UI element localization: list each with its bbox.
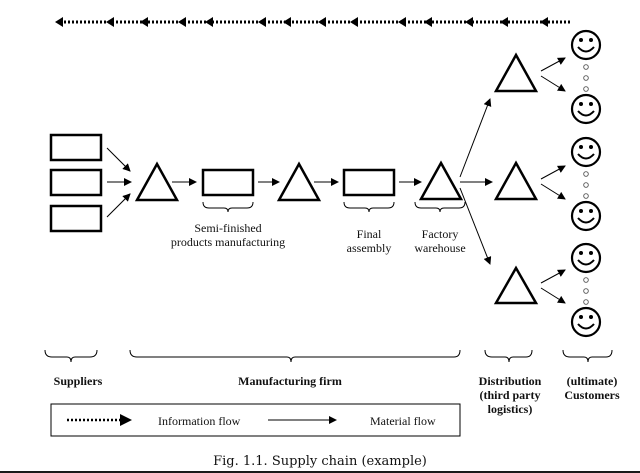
label-line: Distribution [478, 374, 542, 388]
ellipsis-dot [583, 75, 589, 81]
information-flow-arrowhead [178, 17, 186, 27]
label-line: products manufacturing [170, 235, 286, 249]
information-flow-arrowhead [350, 17, 358, 27]
material-flow-arrow [106, 193, 131, 218]
information-flow-arrowhead [205, 17, 213, 27]
legend-box [50, 403, 461, 437]
ellipsis-dot [583, 277, 589, 283]
customer-smiley-icon [570, 29, 602, 61]
inventory-triangle [134, 161, 180, 202]
customer-smiley-icon [570, 242, 602, 274]
customer-smiley-icon [570, 93, 602, 125]
legend-material-flow-label: Material flow [370, 414, 436, 428]
label-line: warehouse [414, 241, 466, 255]
information-flow-arrowhead [500, 17, 508, 27]
ellipsis-dot [583, 299, 589, 305]
customer-smiley-icon [570, 200, 602, 232]
supplier-box [49, 168, 103, 197]
brace-distribution [484, 349, 533, 363]
label-final-assembly: Final assembly [334, 227, 404, 255]
label-distribution: Distribution (third party logistics) [468, 374, 552, 416]
material-flow-arrow [459, 98, 492, 178]
material-flow-arrow [106, 147, 131, 172]
label-line: (ultimate) [566, 374, 618, 388]
brace-factory-warehouse [414, 201, 466, 213]
information-flow-arrowhead [106, 17, 114, 27]
information-flow-arrowhead [465, 17, 473, 27]
label-line: logistics) [487, 402, 533, 416]
customers-group [570, 29, 602, 338]
taskbar-edge [0, 471, 640, 473]
information-flow-arrowhead [140, 17, 148, 27]
label-line: (third party [479, 388, 541, 402]
figure-caption: Fig. 1.1. Supply chain (example) [0, 454, 640, 469]
brace-suppliers [44, 349, 98, 363]
ellipsis-dot [583, 288, 589, 294]
material-flow-arrow [459, 187, 492, 265]
supplier-box [49, 204, 103, 233]
ellipsis-dot [583, 86, 589, 92]
label-semi-finished: Semi-finished products manufacturing [160, 221, 296, 249]
label-customers: (ultimate) Customers [556, 374, 628, 402]
label-manufacturing-firm: Manufacturing firm [238, 374, 342, 388]
information-flow-arrowhead [424, 17, 432, 27]
customer-smiley-icon [570, 136, 602, 168]
distribution-triangle [493, 52, 539, 93]
information-flow-arrowhead [398, 17, 406, 27]
label-suppliers: Suppliers [53, 374, 103, 388]
material-flow-arrow [540, 75, 566, 92]
information-flow-arrowhead [258, 17, 266, 27]
ellipsis-dot [583, 182, 589, 188]
ellipsis-dot [583, 193, 589, 199]
label-line: assembly [346, 241, 392, 255]
information-flow-line [55, 17, 572, 27]
material-flow-arrow [540, 269, 566, 284]
caption-prefix: Fig. 1.1. [213, 454, 268, 469]
label-line: Semi-finished [194, 221, 262, 235]
information-flow-arrowhead [283, 17, 291, 27]
supplier-box [49, 133, 103, 162]
material-flow-arrow [540, 183, 566, 200]
information-flow-arrowhead [55, 17, 63, 27]
final-assembly-box [342, 168, 396, 197]
distribution-triangle [493, 265, 539, 305]
brace-customers [562, 349, 613, 363]
legend-information-flow-label: Information flow [158, 414, 241, 428]
customer-smiley-icon [570, 306, 602, 338]
material-flow-arrow [540, 57, 566, 72]
information-flow-arrowhead [540, 17, 548, 27]
semi-finished-box [201, 168, 255, 197]
brace-manufacturing [129, 349, 461, 363]
material-flow-arrow [540, 287, 566, 304]
label-line: Final [356, 227, 382, 241]
material-flow-arrow [540, 165, 566, 180]
information-flow-arrowhead [318, 17, 326, 27]
ellipsis-dot [583, 171, 589, 177]
label-factory-warehouse: Factory warehouse [405, 227, 475, 255]
label-line: Factory [421, 227, 459, 241]
label-line: Customers [564, 388, 620, 402]
brace-final-assembly [343, 201, 395, 213]
ellipsis-dot [583, 64, 589, 70]
factory-warehouse-triangle [418, 160, 464, 201]
distribution-triangle [493, 160, 539, 201]
inventory-triangle [276, 161, 322, 202]
caption-text: Supply chain (example) [267, 454, 427, 469]
brace-semi-finished [202, 201, 254, 213]
